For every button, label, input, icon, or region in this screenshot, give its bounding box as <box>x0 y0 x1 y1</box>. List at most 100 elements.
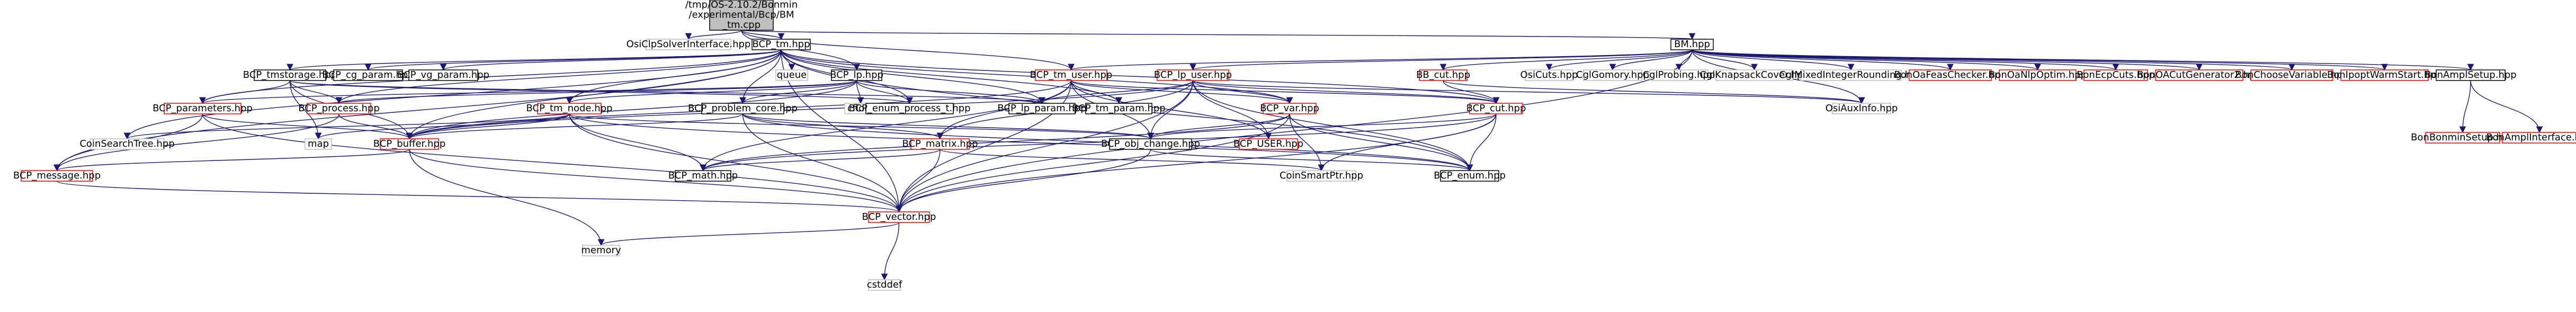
node-label-map-0: map <box>308 138 329 149</box>
node-label-bon_oacut2-0: BonOACutGenerator2.hpp <box>2137 69 2261 81</box>
node-bcp_cg_param[interactable]: BCP_cg_param.hpp <box>322 69 414 81</box>
node-bcp_vector[interactable]: BCP_vector.hpp <box>862 211 936 223</box>
node-bcp_obj_change[interactable]: BCP_obj_change.hpp <box>1101 138 1200 150</box>
node-bon_oanlp[interactable]: BonOaNlpOptim.hpp <box>1989 69 2087 81</box>
node-box-bcp_tm <box>752 39 811 50</box>
edge-bcp_lp_user-to-bcp_var <box>1192 80 1293 104</box>
node-label-bcp_tm_user-0: BCP_tm_user.hpp <box>1030 69 1113 81</box>
node-bm_hpp[interactable]: BM.hpp <box>1670 39 1714 50</box>
node-label-bcp_cg_param-0: BCP_cg_param.hpp <box>322 69 414 81</box>
edge-bcp_lp_user-to-osi_aux <box>1192 80 1865 104</box>
node-queue: queue <box>775 69 808 81</box>
node-bcp_buffer[interactable]: BCP_buffer.hpp <box>373 138 446 150</box>
node-box-bon_oanlp <box>1999 69 2077 81</box>
node-bon_oacut2[interactable]: BonOACutGenerator2.hpp <box>2137 69 2261 81</box>
node-bcp_lp_param[interactable]: BCP_lp_param.hpp <box>997 103 1087 114</box>
edge-bcp_lp-to-bcp_parameters <box>199 80 857 104</box>
edge-bcp_tm-to-bcp_tmstorage <box>287 49 782 71</box>
node-box-bcp_vector <box>868 211 930 223</box>
node-bon_ecp[interactable]: BonEcpCuts.hpp <box>2077 69 2155 81</box>
node-box-bon_ecp <box>2083 69 2148 81</box>
node-bb_cut[interactable]: BB_cut.hpp <box>1416 69 1470 81</box>
edge-bcp_message-to-bcp_vector <box>56 181 902 213</box>
edge-bm_hpp-to-cg_probing <box>1675 49 1693 71</box>
node-label-bcp_tm_param-0: BCP_tm_param.hpp <box>1072 103 1165 114</box>
node-label-queue-0: queue <box>777 69 807 81</box>
node-box-cg_mixed <box>1800 69 1902 81</box>
node-box-bcp_tmstorage <box>254 69 326 81</box>
edge-bcp_parameters-to-bcp_buffer <box>202 113 413 140</box>
node-label-bcp_message-0: BCP_message.hpp <box>13 170 101 181</box>
node-bcp_lp[interactable]: BCP_lp.hpp <box>830 69 883 81</box>
node-box-coin_smartptr <box>1286 170 1356 182</box>
edge-bm_hpp-to-bon_choose <box>1692 49 2295 71</box>
edge-bcp_tmstorage-to-map <box>289 80 322 140</box>
node-bcp_math[interactable]: BCP_math.hpp <box>668 170 738 182</box>
edge-bcp_buffer-to-bcp_vector <box>409 149 902 213</box>
edge-bon_amplsetup-to-bon_ampl_iface <box>2470 80 2543 133</box>
node-label-bon_amplsetup-0: BonAmplSetup.hpp <box>2425 69 2516 81</box>
node-bcp_parameters[interactable]: BCP_parameters.hpp <box>153 103 253 114</box>
node-bcp_message[interactable]: BCP_message.hpp <box>13 170 101 182</box>
node-bcp_tm_user[interactable]: BCP_tm_user.hpp <box>1030 69 1113 81</box>
node-bon_ampl_iface[interactable]: BonAmplInterface.hpp <box>2486 132 2576 144</box>
node-bon_bonmin_setup[interactable]: BonBonminSetup.hpp <box>2411 132 2515 144</box>
node-box-cg_probing <box>1649 69 1709 81</box>
node-bcp_enum[interactable]: BCP_enum.hpp <box>1434 170 1506 182</box>
edge-bcp_lp-to-bcp_enum_process <box>856 80 913 104</box>
node-bcp_matrix[interactable]: BCP_matrix.hpp <box>902 138 978 150</box>
edge-bcp_tm_node-to-bcp_obj_change <box>569 113 1154 140</box>
node-box-bcp_enum_process <box>865 103 954 114</box>
edge-bcp_process-to-bcp_message <box>53 113 339 172</box>
node-box-coin_search_tree <box>90 138 165 150</box>
edge-bcp_tm-to-bcp_vg_param <box>440 49 782 71</box>
edge-bcp_tm-to-bcp_buffer <box>406 49 782 140</box>
node-bon_oafeas[interactable]: BonOaFeasChecker.hpp <box>1894 69 2007 81</box>
node-layer: /tmp/OS-2.10.2/Bonmin/experimental/Bcp/B… <box>13 0 2576 291</box>
node-bcp_user[interactable]: BCP_USER.hpp <box>1233 138 1303 150</box>
node-bcp_lp_user[interactable]: BCP_lp_user.hpp <box>1154 69 1232 81</box>
edge-root-to-bcp_tm <box>741 30 785 40</box>
node-box-bcp_vg_param <box>408 69 478 81</box>
node-bcp_tm_param[interactable]: BCP_tm_param.hpp <box>1072 103 1166 114</box>
node-box-bcp_user <box>1239 138 1298 150</box>
node-bon_amplsetup[interactable]: BonAmplSetup.hpp <box>2425 69 2517 81</box>
node-bcp_problem_core[interactable]: BCP_problem_core.hpp <box>688 103 798 114</box>
edge-bcp_vector-to-memory <box>597 222 900 246</box>
node-bcp_enum_process[interactable]: BCP_enum_process_t.hpp <box>848 103 971 114</box>
edge-bcp_lp_user-to-bcp_buffer <box>406 80 1194 140</box>
edge-bcp_tm-to-bcp_process <box>335 49 782 104</box>
node-bon_choose[interactable]: BonChooseVariable.hpp <box>2235 69 2349 81</box>
edge-root-to-bm_hpp <box>741 30 1694 40</box>
node-box-memory <box>582 245 620 256</box>
node-bcp_vg_param[interactable]: BCP_vg_param.hpp <box>397 69 489 81</box>
node-box-bcp_lp_param <box>1008 103 1076 114</box>
node-bcp_tm[interactable]: BCP_tm.hpp <box>752 39 811 50</box>
node-label-osi_clp-0: OsiClpSolverInterface.hpp <box>627 39 751 50</box>
node-bon_ipopt[interactable]: BonIpoptWarmStart.hpp <box>2327 69 2442 81</box>
node-box-map <box>305 138 332 150</box>
node-box-bcp_matrix <box>910 138 970 150</box>
edge-bcp_tm-to-coin_search_tree <box>123 49 782 140</box>
edge-bcp_var-to-bcp_vector <box>896 113 1290 213</box>
edge-bm_hpp-to-bcp_tm_user <box>1068 49 1693 71</box>
node-bcp_process[interactable]: BCP_process.hpp <box>298 103 380 114</box>
node-box-bcp_math <box>675 170 731 182</box>
node-cstddef: cstddef <box>867 279 902 291</box>
node-bcp_cut[interactable]: BCP_cut.hpp <box>1466 103 1526 114</box>
node-box-cstddef <box>868 279 901 291</box>
node-bcp_tm_node[interactable]: BCP_tm_node.hpp <box>526 103 613 114</box>
node-label-bcp_vg_param-0: BCP_vg_param.hpp <box>397 69 489 81</box>
node-label-cg_knapsack-0: CglKnapsackCover.hpp <box>1700 69 1809 81</box>
edge-bcp_matrix-to-bcp_math <box>700 149 941 172</box>
edge-bcp_lp_user-to-bcp_obj_change <box>1147 80 1194 140</box>
node-root[interactable]: /tmp/OS-2.10.2/Bonmin/experimental/Bcp/B… <box>685 0 798 31</box>
node-bcp_tmstorage[interactable]: BCP_tmstorage.hpp <box>243 69 337 81</box>
node-bcp_var[interactable]: BCP_var.hpp <box>1260 103 1319 114</box>
node-box-queue <box>775 69 808 81</box>
edge-bcp_tm_user-to-bcp_tm_param <box>1070 80 1122 104</box>
edge-bcp_tm-to-bcp_cut <box>781 49 1499 104</box>
node-coin_smartptr: CoinSmartPtr.hpp <box>1280 170 1363 182</box>
node-box-bb_cut <box>1419 69 1468 81</box>
node-box-osi_cuts <box>1525 69 1573 81</box>
